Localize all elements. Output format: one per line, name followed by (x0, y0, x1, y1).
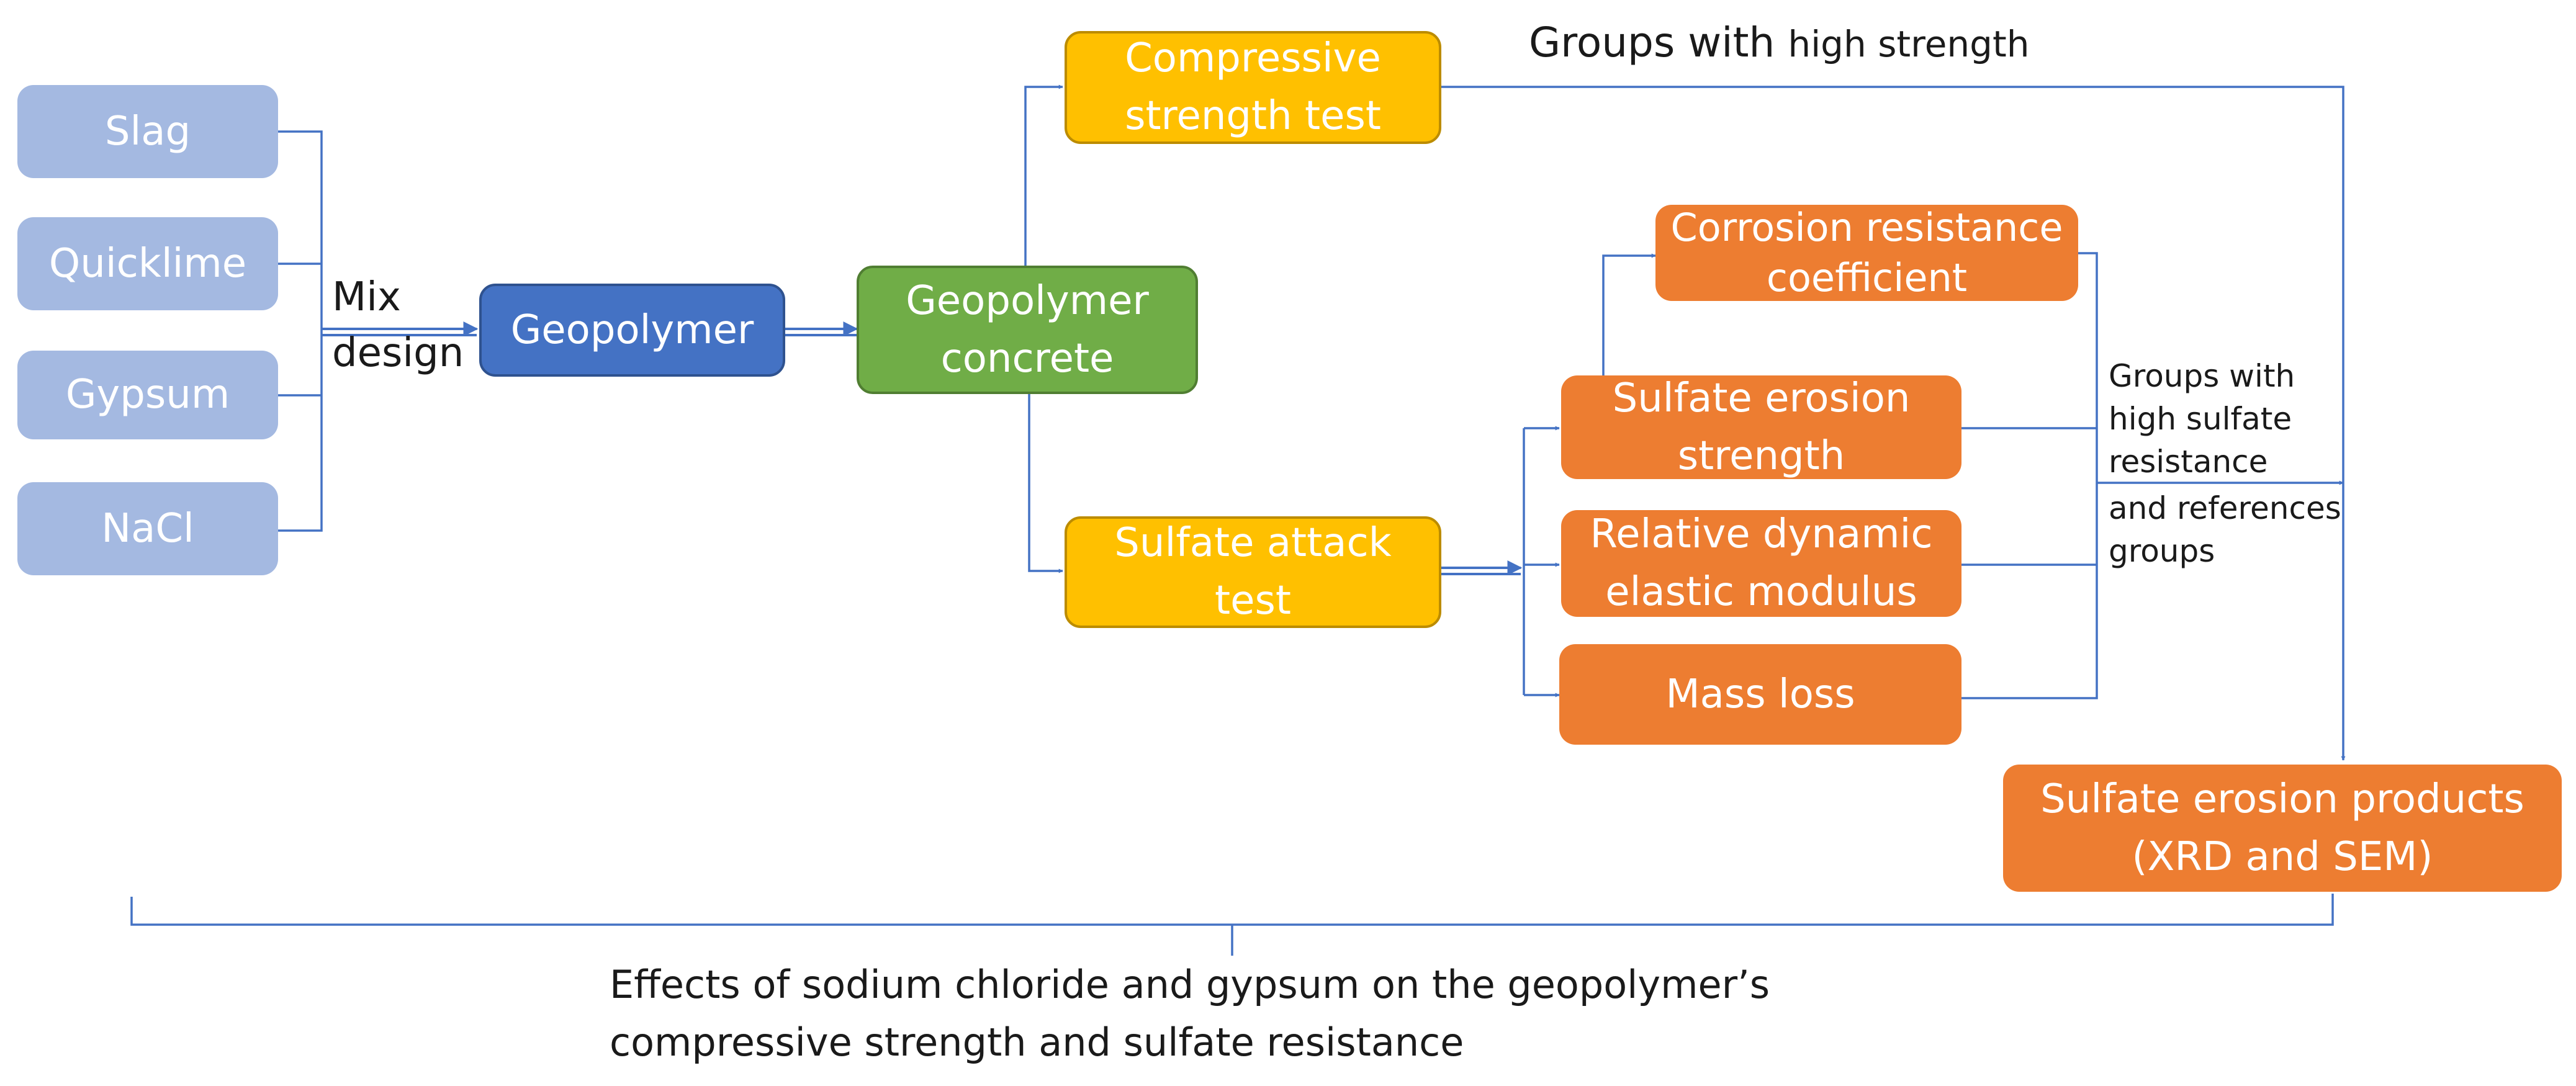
sulfate-groups-line-3: resistance (2109, 444, 2268, 480)
summary-caption: Effects of sodium chloride and gypsum on… (610, 956, 1770, 1071)
material-bracket (278, 130, 323, 532)
sulfate-groups-line-2: high sulfate (2109, 401, 2292, 437)
corrosion-line-2: coefficient (1766, 254, 1968, 300)
concrete-to-sulfate-test-arrow (1028, 394, 1063, 573)
material-gypsum: Gypsum (17, 351, 278, 439)
material-slag: Slag (17, 85, 278, 178)
sulfate-groups-line-5: groups (2109, 533, 2215, 569)
concrete-to-compressive-arrow (1024, 84, 1063, 266)
material-nacl-label: NaCl (101, 505, 194, 552)
modulus-line-1: Relative dynamic (1590, 511, 1933, 558)
material-nacl: NaCl (17, 482, 278, 575)
summary-bracket (130, 894, 2334, 926)
geopolymer-concrete-line-1: Geopolymer (906, 277, 1149, 324)
high-strength-groups-label: Groups with high strength (1529, 19, 2030, 66)
corrosion-resistance-node: Corrosion resistance coefficient (1655, 205, 2078, 301)
geopolymer-node: Geopolymer (479, 284, 785, 377)
sulfate-groups-line-1: Groups with (2109, 358, 2295, 394)
compressive-test-line-1: Compressive (1125, 35, 1381, 82)
arrow-to-corrosion (1602, 253, 1656, 375)
corrosion-line-1: Corrosion resistance (1670, 204, 2063, 250)
compressive-strength-test-node: Compressive strength test (1065, 31, 1441, 144)
mass-loss-label: Mass loss (1665, 671, 1855, 717)
mix-design-line-2: design (332, 330, 464, 376)
sulfate-attack-test-node: Sulfate attack test (1065, 516, 1441, 628)
high-strength-suffix: high strength (1788, 23, 2030, 65)
erosion-strength-line-1: Sulfate erosion (1612, 375, 1911, 421)
high-strength-prefix: Groups with (1529, 19, 1775, 66)
material-quicklime-label: Quicklime (48, 240, 247, 287)
sulfate-test-line-2: test (1215, 578, 1291, 624)
indicator-bracket (1961, 252, 2098, 699)
compressive-test-line-2: strength test (1125, 93, 1381, 139)
material-gypsum-label: Gypsum (65, 372, 230, 418)
modulus-line-2: elastic modulus (1605, 569, 1917, 615)
sulfate-erosion-strength-node: Sulfate erosion strength (1561, 375, 1961, 479)
erosion-strength-line-2: strength (1677, 433, 1845, 479)
sulfate-resistance-groups-label: Groups with high sulfate resistance and … (2109, 355, 2341, 573)
material-quicklime: Quicklime (17, 217, 278, 310)
summary-line-1: Effects of sodium chloride and gypsum on… (610, 962, 1770, 1007)
sulfate-test-line-1: Sulfate attack (1114, 520, 1392, 567)
material-slag-label: Slag (104, 108, 191, 155)
high-strength-arrow (1441, 86, 2346, 761)
relative-dynamic-modulus-node: Relative dynamic elastic modulus (1561, 510, 1961, 617)
sulfate-erosion-products-node: Sulfate erosion products (XRD and SEM) (2003, 765, 2562, 892)
products-line-1: Sulfate erosion products (2040, 776, 2524, 822)
mix-design-line-1: Mix (332, 274, 401, 320)
mix-design-label: Mix design (332, 270, 464, 381)
mass-loss-node: Mass loss (1559, 644, 1961, 745)
products-line-2: (XRD and SEM) (2132, 833, 2433, 880)
sulfate-groups-line-4: and references (2109, 490, 2341, 526)
summary-line-2: compressive strength and sulfate resista… (610, 1020, 1464, 1065)
geopolymer-concrete-node: Geopolymer concrete (857, 266, 1198, 394)
geopolymer-concrete-line-2: concrete (940, 335, 1114, 382)
geopolymer-label: Geopolymer (510, 307, 754, 353)
